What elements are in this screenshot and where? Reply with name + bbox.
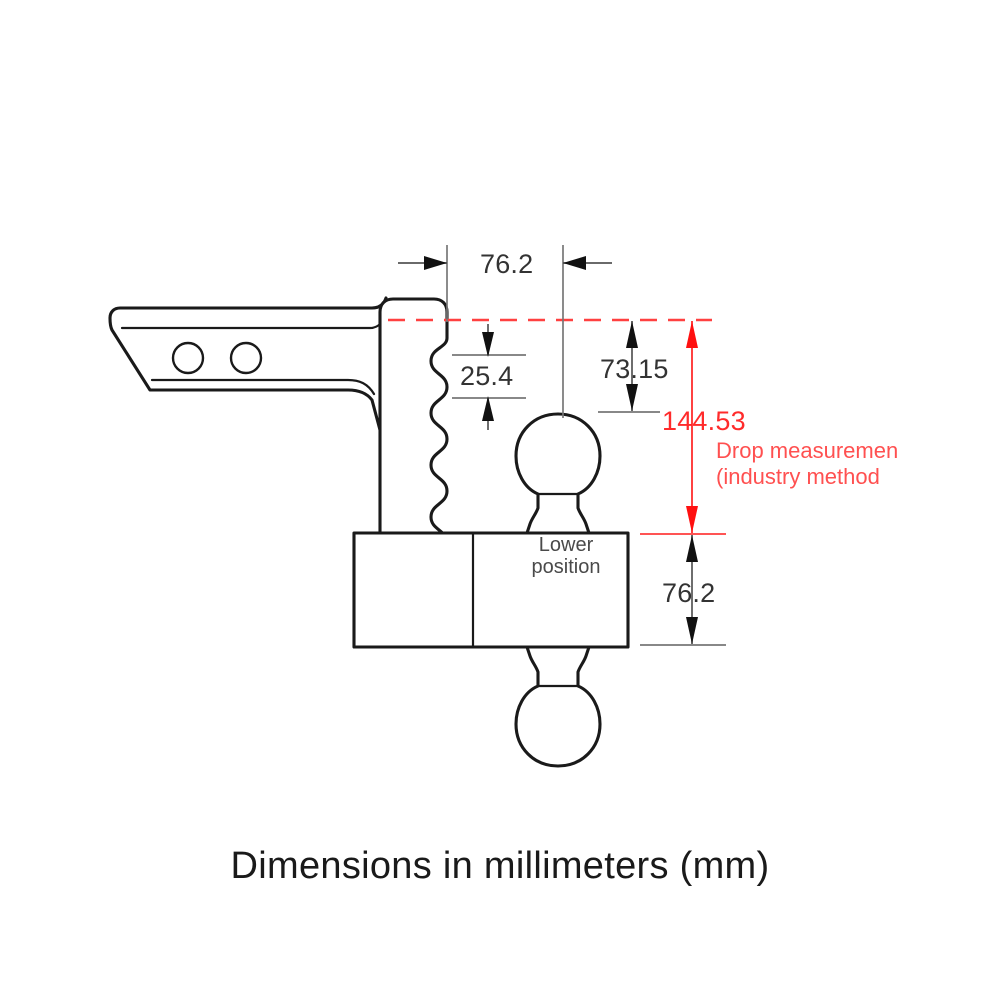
caption-bar: Dimensions in millimeters (mm) (0, 845, 1000, 888)
dim-value-76-2-horizontal: 76.2 (480, 249, 533, 279)
dim-value-144-53: 144.53 (662, 406, 746, 436)
arrow-144-53-top (686, 321, 698, 348)
arrow-25-4-bottom (482, 396, 494, 421)
arrow-73-15-bottom (626, 384, 638, 411)
dimension-144-53-drop: 144.53 Drop measuremen (industry method (640, 321, 898, 535)
dim-value-76-2-vertical: 76.2 (662, 578, 715, 608)
arrow-73-15-top (626, 321, 638, 348)
arrow-76-2-vertical-top (686, 535, 698, 562)
lower-position-label-line1: Lower (539, 534, 594, 556)
arrow-76-2-right (563, 256, 586, 270)
dimension-25-4: 25.4 (452, 324, 526, 430)
upper-tow-ball (514, 412, 602, 535)
dimension-76-2-vertical: 76.2 (640, 535, 726, 646)
caption-text: Dimensions in millimeters (mm) (230, 845, 770, 887)
dim-value-25-4: 25.4 (460, 361, 513, 391)
drop-note-line-1: Drop measuremen (716, 438, 898, 463)
lower-tow-ball (514, 645, 602, 768)
drop-note-line-2: (industry method (716, 464, 880, 489)
dim-value-73-15: 73.15 (600, 354, 669, 384)
arrow-76-2-vertical-bottom (686, 617, 698, 644)
arrow-76-2-left (424, 256, 447, 270)
dimension-73-15: 73.15 (598, 321, 669, 413)
dimension-76-2-horizontal: 76.2 (398, 245, 612, 418)
arrow-25-4-top (482, 332, 494, 357)
lower-position-label: Lower position (532, 534, 601, 578)
shank-arm-inner-edge-lower (150, 378, 376, 396)
shank-hole-1 (171, 341, 205, 375)
part-geometry (108, 296, 630, 768)
lower-position-label-line2: position (532, 556, 601, 578)
arrow-144-53-bottom (686, 506, 698, 533)
shank-hole-2 (229, 341, 263, 375)
hitch-body-box (352, 531, 630, 649)
